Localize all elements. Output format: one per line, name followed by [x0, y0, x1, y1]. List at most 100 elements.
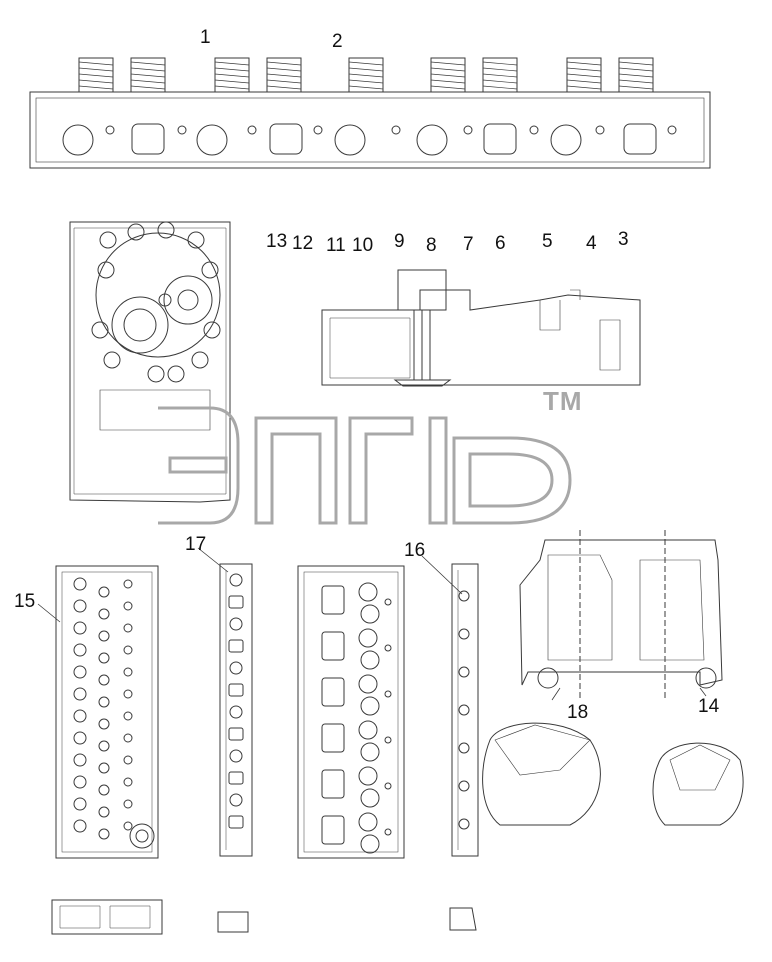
- spring-coil: [348, 73, 384, 78]
- detail-view-right: [652, 742, 744, 826]
- valve-seat: [358, 720, 378, 740]
- valve-hole: [98, 718, 110, 730]
- side-port: [458, 666, 470, 678]
- bolt-hole: [203, 321, 221, 339]
- valve-hole: [98, 828, 110, 840]
- bolt-hole: [529, 125, 539, 135]
- bolt-hole: [201, 261, 219, 279]
- port-round: [62, 124, 94, 156]
- valve-seat: [358, 812, 378, 832]
- valve-spring: [130, 57, 166, 93]
- bolt-hole: [97, 261, 115, 279]
- spring-coil: [618, 85, 654, 90]
- spring-coil: [78, 85, 114, 90]
- valve-hole: [98, 674, 110, 686]
- valve-hole: [123, 711, 133, 721]
- valve-hole: [123, 623, 133, 633]
- port-round: [416, 124, 448, 156]
- leader-lines: [37, 547, 707, 701]
- spring-coil: [566, 79, 602, 84]
- side-port: [229, 573, 243, 587]
- valve-seat: [360, 834, 380, 854]
- spring-coil: [348, 85, 384, 90]
- spring-coil: [130, 61, 166, 66]
- spring-coil: [566, 67, 602, 72]
- port-square: [131, 123, 165, 155]
- valve-spring: [482, 57, 518, 93]
- valve-hole: [73, 819, 87, 833]
- port-square: [623, 123, 657, 155]
- valve-seat: [358, 674, 378, 694]
- port-round: [334, 124, 366, 156]
- spring-coil: [618, 67, 654, 72]
- spring-coil: [214, 67, 250, 72]
- callout-6: 6: [495, 233, 506, 254]
- spring-coil: [566, 85, 602, 90]
- bottom-section-c: [449, 907, 477, 931]
- valve-seat: [360, 696, 380, 716]
- valve-hole: [98, 784, 110, 796]
- bottom-port: [321, 815, 345, 845]
- bolt-hole: [191, 351, 209, 369]
- trademark-mark: TM: [543, 386, 583, 416]
- valve-spring: [566, 57, 602, 93]
- valve-seat: [360, 788, 380, 808]
- spring-coil: [482, 85, 518, 90]
- valve-hole: [123, 777, 133, 787]
- side-port: [228, 727, 244, 741]
- spring-coil: [78, 73, 114, 78]
- spring-coil: [78, 61, 114, 66]
- callout-16: 16: [404, 540, 426, 561]
- valve-hole: [73, 665, 87, 679]
- valve-hole: [73, 709, 87, 723]
- side-port: [458, 780, 470, 792]
- bolt-hole: [391, 125, 401, 135]
- side-port: [228, 595, 244, 609]
- detail-view-left: [482, 722, 601, 826]
- valve-hole: [73, 599, 87, 613]
- valve-hole: [73, 797, 87, 811]
- bottom-section-b: [217, 911, 249, 933]
- valve-seat: [358, 766, 378, 786]
- spring-coil: [482, 67, 518, 72]
- bolt-hole: [595, 125, 605, 135]
- bolt-hole: [157, 221, 175, 239]
- spring-coil: [130, 85, 166, 90]
- spring-coil: [266, 73, 302, 78]
- valve-seat: [358, 628, 378, 648]
- side-port: [458, 704, 470, 716]
- valve-hole: [123, 601, 133, 611]
- valve-hole: [73, 621, 87, 635]
- spring-coil: [78, 79, 114, 84]
- spring-coil: [266, 85, 302, 90]
- bottom-section-a: [51, 899, 163, 935]
- port-square: [269, 123, 303, 155]
- callout-2: 2: [332, 31, 343, 52]
- bolt-hole: [147, 365, 165, 383]
- port-round: [196, 124, 228, 156]
- callout-5: 5: [542, 231, 553, 252]
- side-port: [458, 742, 470, 754]
- valve-spring: [266, 57, 302, 93]
- bolt-hole: [91, 321, 109, 339]
- cylinder-head-end-view: [69, 221, 231, 503]
- bottom-port: [321, 585, 345, 615]
- side-port: [458, 590, 470, 602]
- spring-coil: [214, 61, 250, 66]
- spring-coil: [348, 79, 384, 84]
- spring-coil: [266, 67, 302, 72]
- spring-coil: [566, 61, 602, 66]
- callout-3: 3: [618, 229, 629, 250]
- spring-coil: [430, 67, 466, 72]
- bottom-port: [321, 769, 345, 799]
- spring-coil: [618, 61, 654, 66]
- cylinder-head-top-view: [55, 565, 159, 859]
- spring-coil: [214, 73, 250, 78]
- side-port: [458, 628, 470, 640]
- valve-hole: [73, 643, 87, 657]
- side-port: [228, 683, 244, 697]
- callout-14: 14: [698, 696, 720, 717]
- bottom-port: [321, 723, 345, 753]
- spring-coil: [130, 73, 166, 78]
